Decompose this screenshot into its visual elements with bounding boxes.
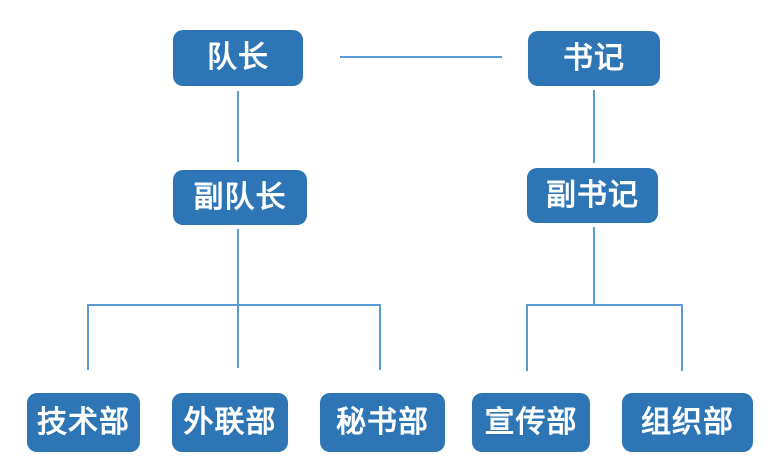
connector-deputy-secretary-bar [527, 304, 683, 306]
connector-drop-publicity-dept [526, 304, 528, 371]
connector-leader-secretary [340, 56, 502, 58]
connector-leader-deputy-leader [237, 91, 239, 162]
org-node-liaison-dept[interactable]: 外联部 [172, 393, 288, 452]
org-node-organization-dept[interactable]: 组织部 [622, 393, 753, 452]
org-node-leader[interactable]: 队长 [173, 30, 303, 86]
org-node-publicity-dept[interactable]: 宣传部 [472, 393, 590, 452]
connector-deputy-leader-stem [237, 229, 239, 368]
org-node-deputy-leader[interactable]: 副队长 [173, 170, 307, 225]
org-node-secretary[interactable]: 书记 [528, 31, 660, 86]
connector-secretary-deputy-secretary [593, 90, 595, 163]
connector-deputy-secretary-stem [593, 227, 595, 305]
org-node-deputy-secretary[interactable]: 副书记 [527, 168, 658, 223]
org-node-tech-dept[interactable]: 技术部 [27, 393, 140, 452]
connector-deputy-leader-bar [88, 304, 381, 306]
connector-drop-tech-dept [87, 304, 89, 370]
connector-drop-organization-dept [681, 304, 683, 371]
connector-drop-secretariat-dept [379, 304, 381, 370]
org-node-secretariat-dept[interactable]: 秘书部 [320, 393, 445, 452]
